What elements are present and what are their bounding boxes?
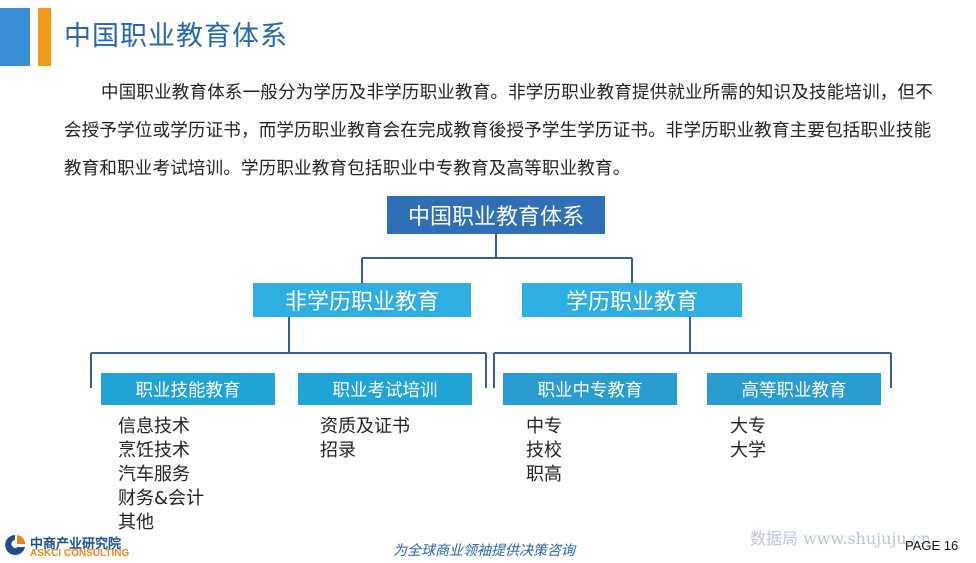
list-item: 财务&会计 [118, 488, 205, 509]
list-item: 其他 [118, 512, 154, 533]
node-higher-vocational: 高等职业教育 [707, 373, 881, 405]
page-title: 中国职业教育体系 [64, 21, 288, 52]
company-logo: 中商产业研究院 ASKCI CONSULTING [4, 531, 154, 561]
root-node: 中国职业教育体系 [387, 196, 605, 234]
higher-vocational-items: 大专 大学 [730, 415, 766, 463]
intro-paragraph: 中国职业教育体系一般分为学历及非学历职业教育。非学历职业教育提供就业所需的知识及… [64, 83, 933, 179]
logo-text-cn: 中商产业研究院 [30, 537, 122, 552]
node-skills-education: 职业技能教育 [101, 373, 275, 405]
list-item: 汽车服务 [118, 464, 190, 485]
list-item: 烹饪技术 [118, 440, 190, 461]
node-exam-training: 职业考试培训 [298, 373, 472, 405]
list-item: 技校 [526, 440, 562, 461]
logo-mark-icon [5, 535, 26, 555]
list-item: 大专 [730, 416, 766, 437]
exam-training-items: 资质及证书 招录 [320, 415, 410, 463]
node-secondary-vocational: 职业中专教育 [503, 373, 677, 405]
watermark: 数据局 www.shujuju.cn [750, 529, 932, 548]
skills-education-items: 信息技术 烹饪技术 汽车服务 财务&会计 其他 [118, 415, 204, 535]
node-academic: 学历职业教育 [522, 283, 742, 317]
title-accent-bar-blue [0, 8, 30, 66]
list-item: 职高 [526, 464, 562, 485]
list-item: 招录 [320, 440, 356, 461]
page-number: PAGE 16 [905, 538, 959, 553]
list-item: 信息技术 [118, 416, 190, 437]
footer-slogan: 为全球商业领袖提供决策咨询 [393, 543, 575, 559]
secondary-vocational-items: 中专 技校 职高 [526, 415, 562, 487]
logo-text-en: ASKCI CONSULTING [30, 548, 130, 559]
title-accent-bar-orange [38, 8, 51, 66]
node-nonacademic: 非学历职业教育 [253, 283, 471, 317]
list-item: 中专 [526, 416, 562, 437]
list-item: 大学 [730, 440, 766, 461]
list-item: 资质及证书 [320, 416, 410, 437]
